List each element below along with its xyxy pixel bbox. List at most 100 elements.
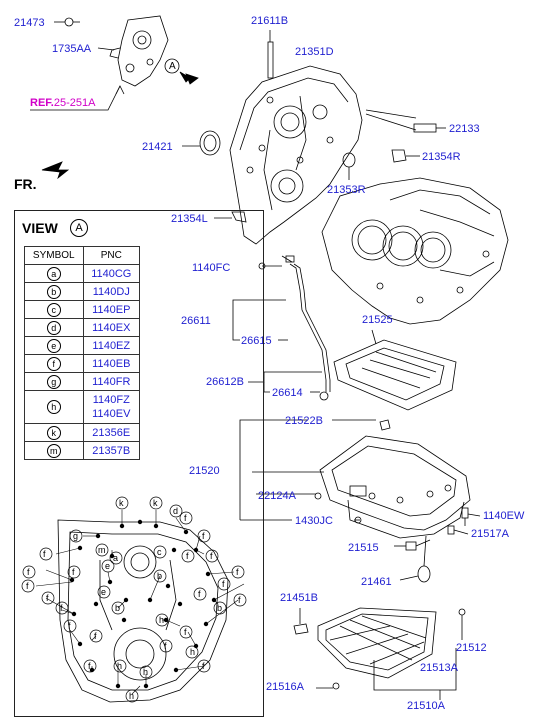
water-pump-bracket — [54, 15, 169, 87]
part-label-21353r[interactable]: 21353R — [327, 184, 366, 196]
symbol-f: f — [184, 627, 187, 637]
table-row: b 1140DJ — [24, 282, 141, 301]
symbol-f: f — [94, 631, 97, 641]
symbol-f: f — [27, 567, 30, 577]
part-label-21520[interactable]: 21520 — [189, 465, 220, 477]
view-a-box — [14, 210, 264, 717]
part-label-21451b[interactable]: 21451B — [280, 592, 318, 604]
pnc-cell[interactable]: 1140DJ — [82, 282, 141, 301]
part-label-21473[interactable]: 21473 — [14, 17, 45, 29]
part-21354r — [391, 149, 407, 163]
part-label-21522b[interactable]: 21522B — [285, 415, 323, 427]
symbol-f: f — [210, 551, 213, 561]
symbol-b: b — [157, 571, 163, 581]
symbol-f: f — [186, 551, 189, 561]
front-arrow — [41, 161, 70, 180]
symbol-e: e — [101, 587, 107, 597]
seal-21421 — [199, 130, 221, 156]
part-label-21512[interactable]: 21512 — [456, 642, 487, 654]
part-label-21354l[interactable]: 21354L — [171, 213, 208, 225]
part-label-22133[interactable]: 22133 — [449, 123, 480, 135]
part-label-26614[interactable]: 26614 — [272, 387, 303, 399]
symbol-f: f — [46, 593, 49, 603]
pnc-cell[interactable]: 1140EZ — [82, 336, 141, 355]
symbol-cell: k — [46, 425, 61, 440]
part-label-1140fc[interactable]: 1140FC — [192, 262, 231, 274]
symbol-c: c — [157, 547, 162, 557]
ref-number: 25-251A — [53, 97, 96, 109]
symbol-f: f — [43, 549, 46, 559]
stud-21611b — [267, 41, 274, 79]
symbol-cell: e — [46, 338, 61, 353]
pnc-cell[interactable]: 1140FR — [82, 372, 141, 391]
part-label-21517a[interactable]: 21517A — [471, 528, 509, 540]
part-label-1140ew[interactable]: 1140EW — [483, 510, 525, 522]
table-row: g 1140FR — [24, 372, 141, 391]
symbol-f: f — [26, 581, 29, 591]
part-label-21611b[interactable]: 21611B — [251, 15, 289, 27]
front-label: FR. — [14, 176, 37, 192]
symbol-k: k — [119, 498, 124, 508]
symbol-h: h — [143, 667, 149, 677]
engine-block — [321, 177, 509, 325]
oil-pan-upper — [314, 419, 471, 539]
part-label-21513a[interactable]: 21513A — [420, 662, 458, 674]
part-label-21525[interactable]: 21525 — [362, 314, 393, 326]
pnc-cell[interactable]: 1140CG — [82, 264, 141, 283]
symbol-f: f — [238, 595, 241, 605]
symbol-cell: h — [46, 400, 61, 414]
pnc-cell[interactable]: 21356E — [82, 423, 141, 442]
symbol-f: f — [184, 513, 187, 523]
small-bolts — [394, 507, 481, 551]
view-a-detail — [57, 519, 229, 703]
view-title: VIEW — [22, 220, 58, 236]
part-label-22124a[interactable]: 22124A — [258, 490, 296, 502]
symbol-cell: c — [46, 302, 61, 317]
pnc-value: 1140FZ — [92, 394, 130, 406]
table-header: SYMBOL PNC — [24, 246, 141, 265]
part-label-26612b[interactable]: 26612B — [206, 376, 244, 388]
part-label-21461[interactable]: 21461 — [361, 576, 392, 588]
part-label-21515[interactable]: 21515 — [348, 542, 379, 554]
symbol-m: m — [98, 545, 106, 555]
table-row: a 1140CG — [24, 264, 141, 283]
pnc-cell[interactable]: 1140EX — [82, 318, 141, 337]
header-symbol: SYMBOL — [24, 246, 84, 265]
pnc-cell[interactable]: 21357B — [82, 441, 141, 460]
symbol-f: f — [198, 589, 201, 599]
part-label-1735aa[interactable]: 1735AA — [52, 43, 92, 55]
part-label-21354r[interactable]: 21354R — [422, 151, 461, 163]
symbol-h: h — [129, 691, 135, 701]
part-label-26611[interactable]: 26611 — [181, 315, 211, 327]
symbol-h: h — [159, 615, 165, 625]
pnc-value: 1140EV — [92, 408, 131, 420]
part-label-21421[interactable]: 21421 — [142, 141, 173, 153]
table-row: c 1140EP — [24, 300, 141, 319]
table-row: d 1140EX — [24, 318, 141, 337]
symbol-f: f — [164, 641, 167, 651]
symbol-d: d — [173, 506, 179, 516]
table-row: e 1140EZ — [24, 336, 141, 355]
symbol-f: f — [236, 567, 239, 577]
pnc-cell[interactable]: 1140FZ 1140EV — [82, 390, 141, 424]
table-row: f 1140EB — [24, 354, 141, 373]
dipstick — [258, 255, 331, 401]
symbol-a: a — [113, 553, 119, 563]
part-label-21516a[interactable]: 21516A — [266, 681, 304, 693]
symbol-cell: d — [46, 320, 61, 335]
part-label-21351d[interactable]: 21351D — [295, 46, 334, 58]
symbol-cell: b — [46, 284, 61, 299]
pnc-cell[interactable]: 1140EP — [82, 300, 141, 319]
symbol-f: f — [88, 661, 91, 671]
view-a-leaders — [35, 510, 245, 695]
part-label-21510a[interactable]: 21510A — [407, 700, 445, 712]
table-row: m 21357B — [24, 441, 141, 460]
view-a-arrow-letter: A — [169, 61, 176, 72]
symbol-cell: g — [46, 374, 61, 389]
ref-label[interactable]: REF.25-251A — [30, 97, 95, 109]
pnc-cell[interactable]: 1140EB — [82, 354, 141, 373]
symbol-k: k — [153, 498, 158, 508]
part-label-1430jc[interactable]: 1430JC — [295, 515, 333, 527]
